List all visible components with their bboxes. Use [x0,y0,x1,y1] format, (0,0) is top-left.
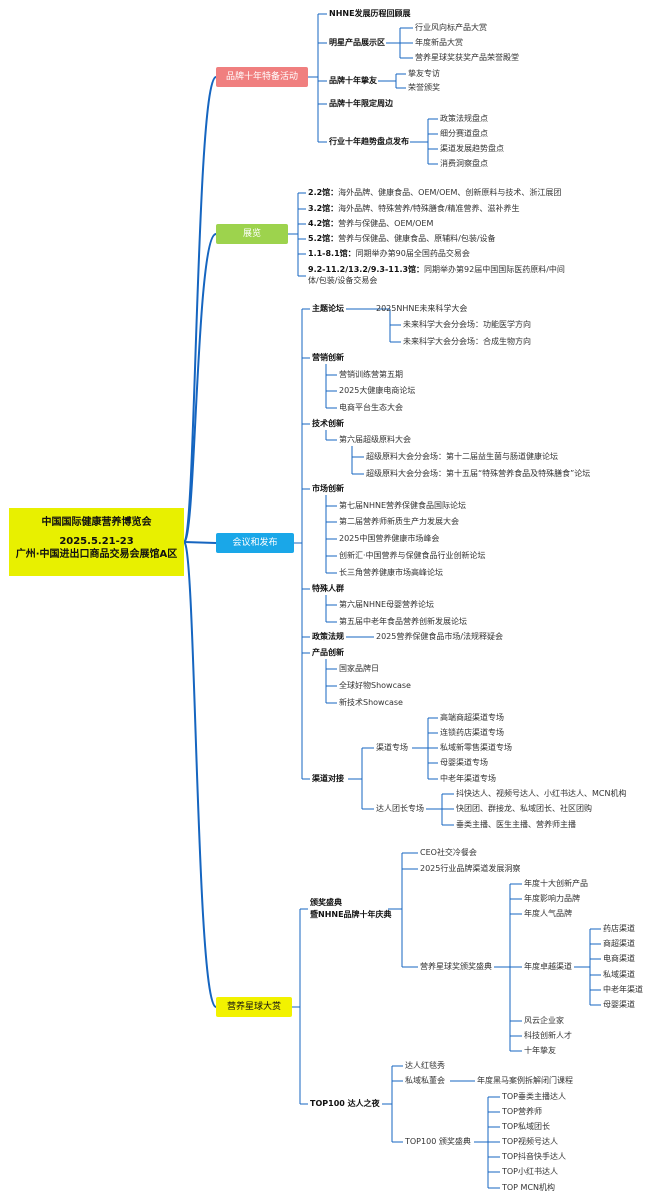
leaf: TOP MCN机构 [502,1183,556,1192]
leaf: TOP视频号达人 [502,1137,559,1146]
leaf: 电商平台生态大会 [339,403,403,412]
root-date: 2025.5.21-23 [59,536,134,547]
node-gala-l1: 颁奖盛典 [310,898,342,907]
node-history: NHNE发展历程回顾展 [329,9,411,18]
node-limited: 品牌十年限定周边 [329,99,393,108]
leaf: 新技术Showcase [339,698,403,707]
leaf: TOP抖音快手达人 [502,1152,567,1161]
leaf: 电商渠道 [603,954,635,963]
leaf: TOP营养师 [502,1107,543,1116]
leaf: 科技创新人才 [524,1031,572,1040]
leaf: 连锁药店渠道专场 [440,728,504,737]
leaf: 十年挚友 [524,1046,556,1055]
leaf: 超级原料大会分会场：第十二届益生菌与肠道健康论坛 [366,452,558,461]
hall-row: 3.2馆：海外品牌、特殊营养/特殊膳食/精准营养、滋补养生 [308,204,520,213]
hall-row-cont: 体/包装/设备交易会 [308,276,378,285]
leaf: 年度新品大赏 [415,38,463,47]
leaf: 药店渠道 [603,924,635,933]
leaf: 达人红毯秀 [405,1061,445,1070]
leaf: 年度影响力品牌 [524,894,580,903]
branch-conference[interactable]: 会议和发布 [216,533,294,553]
leaf: 第六届超级原料大会 [339,435,411,444]
leaf: 商超渠道 [603,939,635,948]
leaf: 未来科学大会分会场：功能医学方向 [403,320,531,329]
hall-row: 9.2-11.2/13.2/9.3-11.3馆：同期举办第92届中国国际医药原料… [308,265,565,274]
node-product: 产品创新 [312,648,344,657]
leaf: 第五届中老年食品营养创新发展论坛 [339,617,467,626]
leaf: 第七届NHNE营养保健食品国际论坛 [339,501,467,510]
leaf: 2025中国营养健康市场峰会 [339,534,440,543]
leaf: 垂类主播、医生主播、营养师主播 [456,820,576,829]
node-main-forum: 主题论坛 [312,304,344,313]
branch-brand-ten-years[interactable]: 品牌十年特备活动 [216,67,308,87]
leaf: 2025NHNE未来科学大会 [376,304,468,313]
leaf: 政策法规盘点 [440,114,488,123]
leaf: 长三角营养健康市场高峰论坛 [339,568,443,577]
node-channel-a: 渠道专场 [376,743,408,752]
leaf: TOP私域团长 [502,1122,551,1131]
leaf: 国家品牌日 [339,664,379,673]
branch-exhibition[interactable]: 展览 [216,224,288,244]
node-channel-b: 达人团长专场 [376,804,424,813]
leaf: 母婴渠道专场 [440,758,488,767]
root-node: 中国国际健康营养博览会 2025.5.21-23 广州·中国进出口商品交易会展馆… [9,508,184,576]
leaf: 营养星球奖获奖产品荣誉殿堂 [415,53,519,62]
node-channel: 渠道对接 [312,774,344,783]
node-private: 私域私董会 [405,1076,445,1085]
node-friends: 品牌十年挚友 [329,76,377,85]
node-top100: TOP100 达人之夜 [310,1099,380,1108]
node-star: 明星产品展示区 [329,38,385,47]
leaf: 全球好物Showcase [339,681,411,690]
leaf: 超级原料大会分会场：第十五届“特殊营养食品及特殊膳食”论坛 [366,469,591,478]
hall-row: 1.1-8.1馆：同期举办第90届全国药品交易会 [308,249,470,258]
leaf: 中老年渠道专场 [440,774,496,783]
node-special: 特殊人群 [312,584,344,593]
hall-row: 5.2馆：营养与保健品、健康食品、原辅料/包装/设备 [308,234,496,243]
leaf: 挚友专访 [408,69,440,78]
leaf: 年度黑马案例拆解闭门课程 [477,1076,573,1085]
leaf: 行业风向标产品大赏 [415,23,487,32]
leaf: 母婴渠道 [603,1000,635,1009]
node-tech: 技术创新 [312,419,344,428]
node-trend: 行业十年趋势盘点发布 [329,137,409,146]
node-ceremony: 营养星球奖颁奖盛典 [420,962,492,971]
node-gala-l2: 暨NHNE品牌十年庆典 [310,910,392,919]
root-venue: 广州·中国进出口商品交易会展馆A区 [15,549,178,560]
leaf: 创新汇·中国营养与保健食品行业创新论坛 [339,551,486,560]
leaf: 中老年渠道 [603,985,643,994]
leaf: CEO社交冷餐会 [420,848,477,857]
leaf: 消费洞察盘点 [440,159,488,168]
hall-row: 4.2馆：营养与保健品、OEM/OEM [308,219,434,228]
leaf: 2025大健康电商论坛 [339,386,416,395]
node-policy: 政策法规 [312,632,344,641]
leaf: 第六届NHNE母婴营养论坛 [339,600,435,609]
branch-nutrition-star[interactable]: 营养星球大赏 [216,997,292,1017]
root-title: 中国国际健康营养博览会 [41,517,152,528]
leaf: 年度人气品牌 [524,909,572,918]
leaf: 2025营养保健食品市场/法规释疑会 [376,632,504,641]
leaf: 未来科学大会分会场：合成生物方向 [403,337,531,346]
leaf: 年度十大创新产品 [524,879,588,888]
leaf: 高端商超渠道专场 [440,713,504,722]
leaf: 快团团、群接龙、私域团长、社区团购 [456,804,592,813]
leaf: 风云企业家 [524,1016,564,1025]
leaf: 私域渠道 [603,970,635,979]
leaf: 渠道发展趋势盘点 [440,144,504,153]
node-market: 市场创新 [312,484,344,493]
leaf: 2025行业品牌渠道发展洞察 [420,864,521,873]
leaf: 抖快达人、视频号达人、小红书达人、MCN机构 [456,789,627,798]
leaf: 私域新零售渠道专场 [440,743,512,752]
leaf: 营销训练营第五期 [339,370,403,379]
hall-row: 2.2馆：海外品牌、健康食品、OEM/OEM、创新原料与技术、浙江展团 [308,188,562,197]
node-award-channel: 年度卓越渠道 [524,962,572,971]
node-marketing: 营销创新 [312,353,344,362]
leaf: 第二届营养师新质生产力发展大会 [339,517,459,526]
leaf: 荣誉颁奖 [408,83,440,92]
node-top100-ceremony: TOP100 颁奖盛典 [405,1137,471,1146]
leaf: TOP垂类主播达人 [502,1092,567,1101]
leaf: 细分赛道盘点 [440,129,488,138]
leaf: TOP小红书达人 [502,1167,559,1176]
